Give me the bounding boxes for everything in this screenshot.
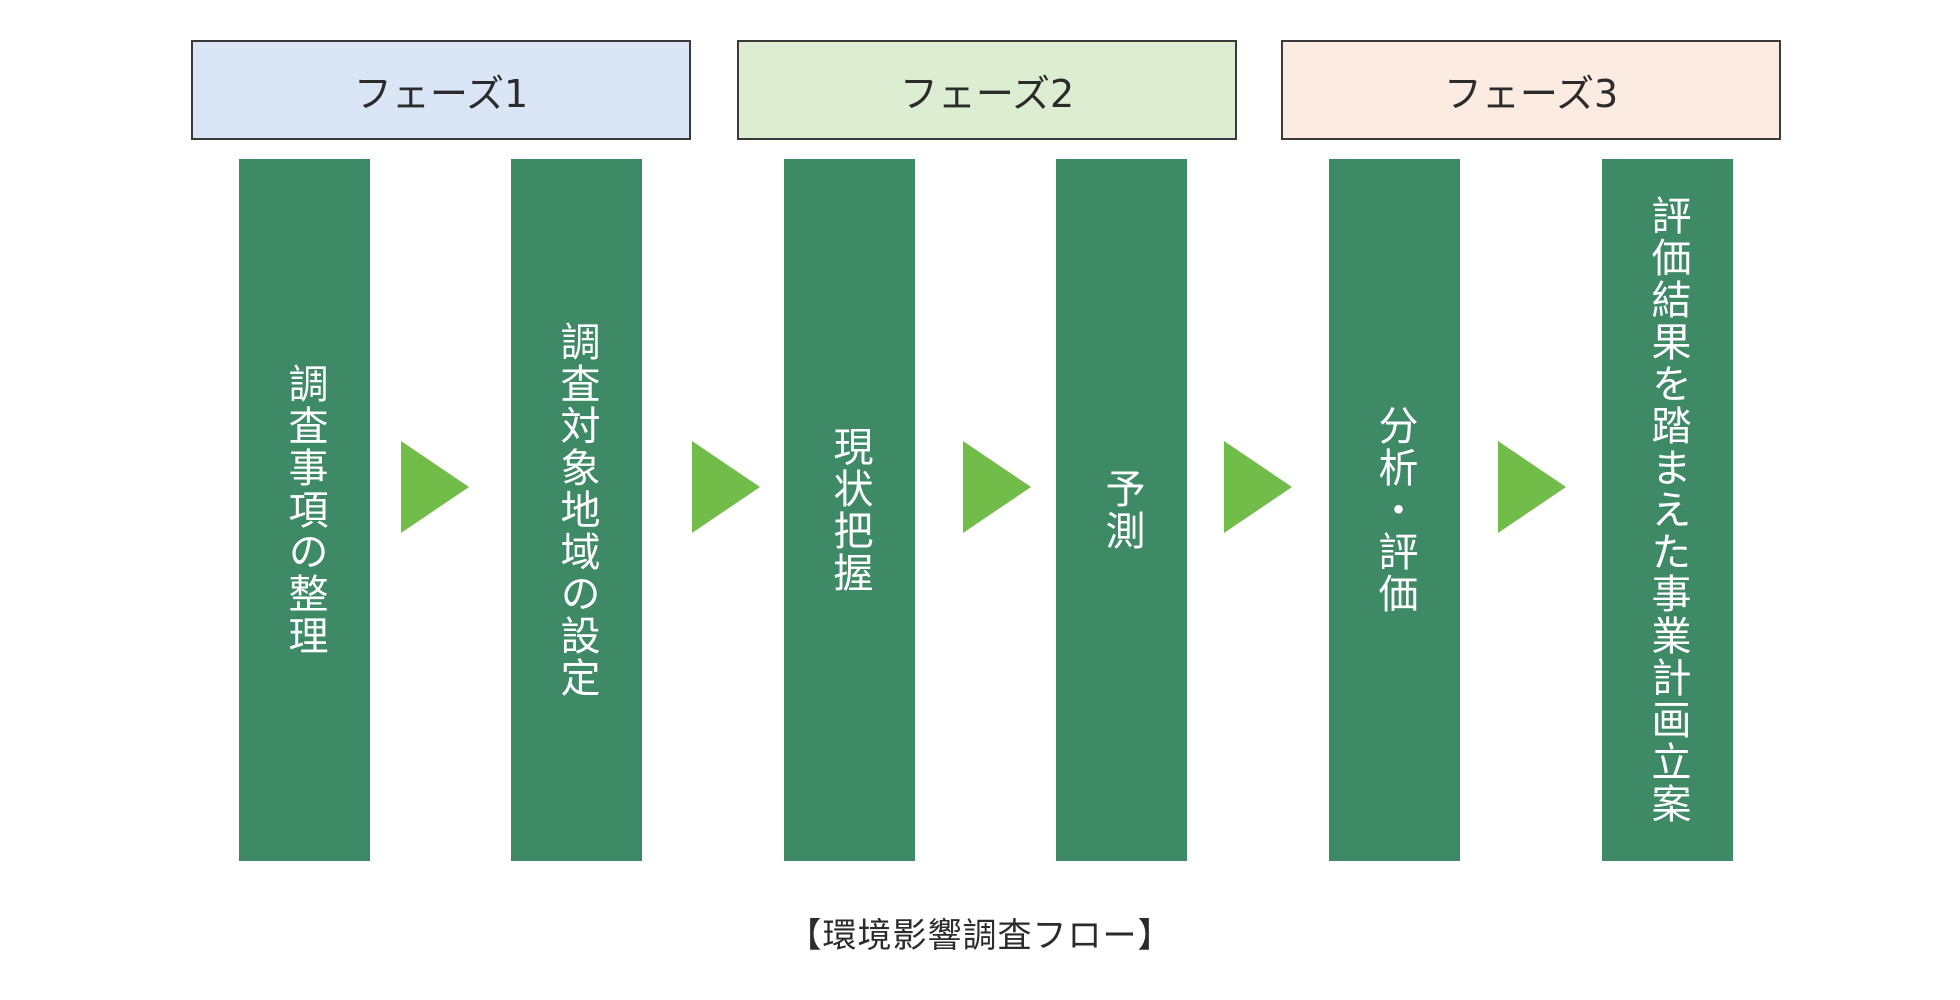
- flow-arrow-icon: [692, 441, 760, 533]
- phase-3-label: フェーズ3: [1443, 71, 1619, 116]
- phase-1-header: フェーズ1: [191, 40, 691, 140]
- step-business-plan: 評価結果を踏まえた事業計画立案: [1602, 159, 1733, 861]
- phase-2-label: フェーズ2: [899, 71, 1075, 116]
- step-6-label: 評価結果を踏まえた事業計画立案: [1644, 195, 1691, 825]
- step-1-label: 調査事項の整理: [281, 363, 328, 657]
- phase-1-label: フェーズ1: [353, 71, 529, 116]
- diagram-caption: 【環境影響調査フロー】: [787, 916, 1173, 956]
- flow-arrow-icon: [1224, 441, 1292, 533]
- flow-arrow-icon: [401, 441, 469, 533]
- step-analysis-evaluation: 分析・評価: [1329, 159, 1460, 861]
- flow-arrow-icon: [1498, 441, 1566, 533]
- flow-arrow-icon: [963, 441, 1031, 533]
- step-4-label: 予測: [1098, 468, 1145, 552]
- phase-2-header: フェーズ2: [737, 40, 1237, 140]
- step-5-label: 分析・評価: [1371, 405, 1418, 615]
- step-survey-items: 調査事項の整理: [239, 159, 370, 861]
- phase-3-header: フェーズ3: [1281, 40, 1781, 140]
- step-2-label: 調査対象地域の設定: [553, 321, 600, 699]
- step-target-area: 調査対象地域の設定: [511, 159, 642, 861]
- step-forecast: 予測: [1056, 159, 1187, 861]
- step-current-status: 現状把握: [784, 159, 915, 861]
- step-3-label: 現状把握: [826, 426, 873, 594]
